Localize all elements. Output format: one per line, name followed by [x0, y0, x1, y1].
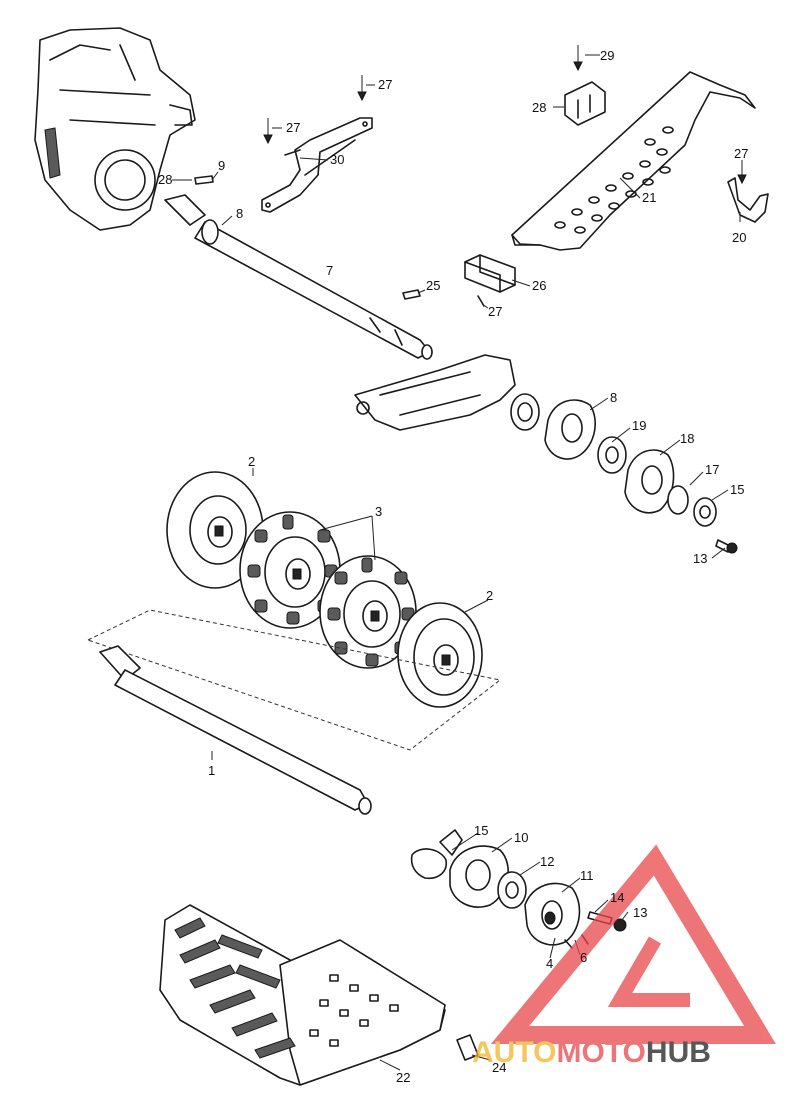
callout-13-lower: 13	[633, 905, 647, 920]
callout-24: 24	[492, 1060, 506, 1075]
callout-2-left: 2	[248, 454, 255, 469]
watermark-moto: MOTO	[556, 1036, 645, 1069]
cover-21-holes	[554, 126, 674, 234]
watermark-hub: HUB	[646, 1036, 711, 1069]
callout-8-right: 8	[610, 390, 617, 405]
bearing-stack-lower	[410, 829, 627, 949]
callout-30: 30	[330, 152, 344, 167]
bracket-20	[727, 177, 769, 223]
block-26	[464, 254, 516, 293]
callout-20: 20	[732, 230, 746, 245]
bearing-stack-upper	[510, 393, 738, 554]
callout-18: 18	[680, 431, 694, 446]
callout-27-top: 27	[378, 77, 392, 92]
watermark-triangle-icon	[490, 844, 776, 1044]
callout-15-upper: 15	[730, 482, 744, 497]
screw-29	[573, 45, 583, 72]
callout-21: 21	[642, 190, 656, 205]
callout-26: 26	[532, 278, 546, 293]
clip-28	[564, 81, 606, 126]
screw-27-upper	[357, 75, 367, 102]
track-22	[159, 904, 446, 1086]
screw-27-right	[737, 160, 747, 185]
sprocket-3-b	[319, 555, 417, 669]
callout-7: 7	[326, 263, 333, 278]
clip-24	[456, 1034, 479, 1061]
track-shaft-1	[86, 609, 502, 815]
bearing-housing	[354, 354, 516, 431]
sprocket-2-right	[397, 602, 483, 708]
callout-11: 11	[580, 868, 594, 883]
callout-6: 6	[580, 950, 587, 965]
callout-17: 17	[705, 462, 719, 477]
callout-12: 12	[540, 854, 554, 869]
callout-4: 4	[546, 956, 553, 971]
callout-27-right: 27	[734, 146, 748, 161]
sprocket-2-left	[166, 471, 264, 589]
callout-8-upper: 8	[236, 206, 243, 221]
chaincase-housing	[34, 27, 196, 231]
callout-28-left: 28	[158, 172, 172, 187]
track-22-lugs	[174, 917, 296, 1059]
key-25	[402, 289, 421, 300]
callout-27-left: 27	[286, 120, 300, 135]
svg-text:AUTOMOTOHUB: AUTOMOTOHUB	[472, 1036, 711, 1069]
callout-3: 3	[375, 504, 382, 519]
screw-27-left	[263, 118, 273, 145]
callout-19: 19	[632, 418, 646, 433]
callout-28-top: 28	[532, 100, 546, 115]
watermark-logo: AUTOMOTOHUB	[472, 844, 776, 1069]
callout-27-mid: 27	[488, 304, 502, 319]
callout-labels: 1 2 2 3 4 6 7 8 8 9 10 11 12 13 13 14 15…	[158, 48, 748, 1085]
callout-15-lower: 15	[474, 823, 488, 838]
cover-21	[511, 71, 756, 251]
watermark-auto: AUTO	[472, 1036, 556, 1069]
drive-shaft-7	[164, 194, 433, 360]
key-9	[194, 175, 214, 185]
callout-leaders	[172, 54, 741, 1071]
track-22-holes	[309, 974, 399, 1047]
callout-1: 1	[208, 763, 215, 778]
callout-10: 10	[514, 830, 528, 845]
callout-25: 25	[426, 278, 440, 293]
callout-2-right: 2	[486, 588, 493, 603]
callout-13-upper: 13	[693, 551, 707, 566]
watermark-inner-stroke	[607, 936, 690, 1007]
callout-14: 14	[610, 890, 624, 905]
callout-9: 9	[218, 158, 225, 173]
callout-22: 22	[396, 1070, 410, 1085]
sprocket-3-a	[239, 511, 341, 629]
callout-29: 29	[600, 48, 614, 63]
bracket-30	[261, 117, 373, 213]
